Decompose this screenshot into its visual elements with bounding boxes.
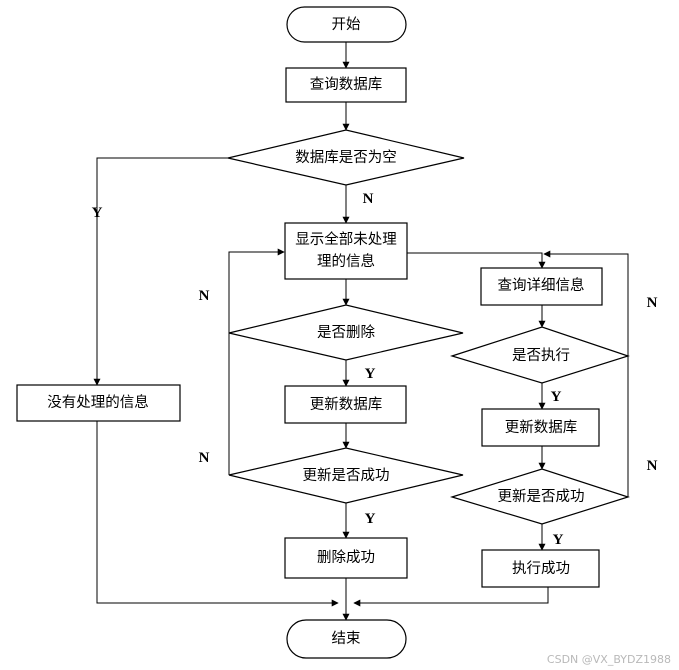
show-unprocessed-label-line1: 显示全部未处理 — [295, 230, 397, 248]
start-terminal — [286, 6, 407, 43]
update-db-right-box — [481, 408, 600, 447]
update-ok-left-label: 更新是否成功 — [303, 467, 390, 484]
query-db-label: 查询数据库 — [310, 76, 383, 93]
update-db-left-box — [284, 385, 407, 424]
edge-label-yes: Y — [365, 511, 376, 527]
db-empty-decision — [227, 129, 465, 186]
flow-arrow — [353, 587, 549, 607]
update-ok-right-label: 更新是否成功 — [498, 488, 585, 505]
delete-ok-box — [284, 537, 408, 579]
edge-label-yes: Y — [553, 532, 564, 548]
execute-ok-label: 执行成功 — [512, 560, 570, 577]
edge-label-yes: Y — [365, 366, 376, 382]
show-unprocessed-box — [284, 222, 408, 280]
edge-label-no: N — [199, 450, 210, 466]
update-db-left-label: 更新数据库 — [310, 396, 383, 413]
delete-ok-label: 删除成功 — [317, 549, 375, 566]
update-ok-left-decision — [228, 447, 464, 504]
flow-arrow — [96, 421, 339, 607]
update-db-right-label: 更新数据库 — [505, 419, 578, 436]
edge-label-no: N — [199, 288, 210, 304]
delete-question-label: 是否删除 — [317, 324, 375, 341]
no-info-box — [16, 384, 181, 422]
execute-question-label: 是否执行 — [512, 347, 570, 364]
db-empty-label: 数据库是否为空 — [295, 149, 397, 166]
edge-label-no: N — [363, 191, 374, 207]
edge-label-yes: Y — [551, 389, 562, 405]
flow-arrow — [228, 248, 285, 333]
delete-decision — [228, 304, 464, 361]
update-ok-right-decision — [449, 468, 630, 525]
edge-label-no: N — [647, 458, 658, 474]
edge-label-yes: Y — [92, 205, 103, 221]
query-detail-box — [480, 267, 603, 306]
flow-arrow — [407, 252, 546, 269]
end-terminal — [286, 619, 407, 659]
query-detail-label: 查询详细信息 — [498, 277, 585, 294]
flow-arrow — [93, 157, 228, 386]
edge-label-no: N — [647, 295, 658, 311]
execute-decision — [449, 326, 630, 384]
flow-arrow — [543, 250, 629, 356]
execute-ok-box — [481, 549, 600, 588]
watermark: CSDN @VX_BYDZ1988 — [546, 653, 671, 666]
start-label: 开始 — [332, 16, 361, 33]
end-label: 结束 — [332, 630, 361, 647]
no-info-label: 没有处理的信息 — [47, 394, 149, 411]
query-db-box — [285, 67, 407, 103]
show-unprocessed-label-line2: 理的信息 — [317, 253, 375, 270]
